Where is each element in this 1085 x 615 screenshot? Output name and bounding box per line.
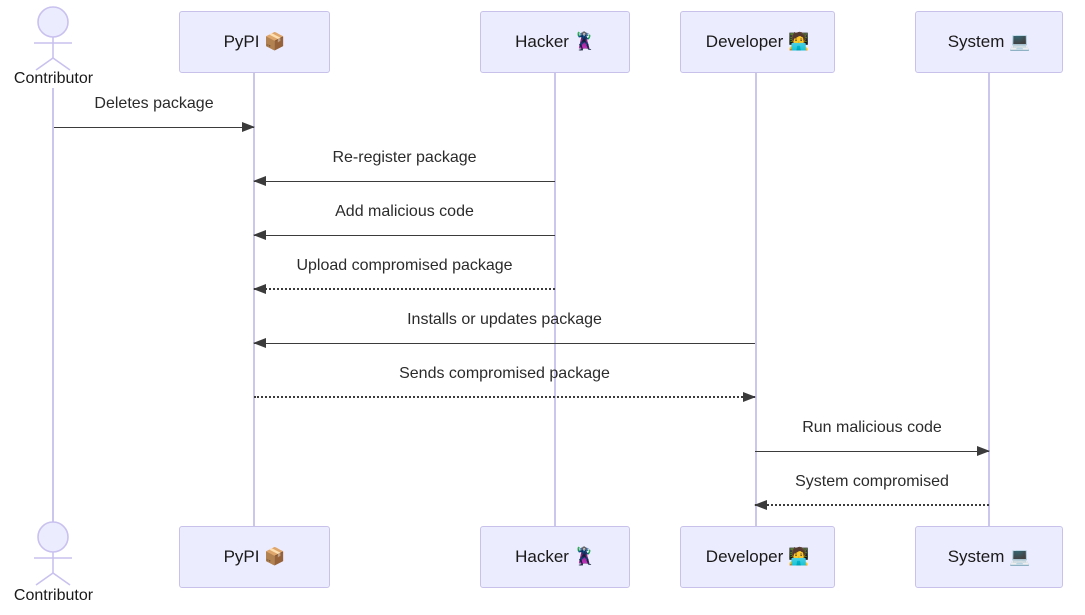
arrowhead-icon	[253, 284, 266, 294]
participant-label: PyPI 📦	[223, 32, 286, 51]
message-label: Installs or updates package	[407, 311, 602, 328]
participant-pypi-bottom: PyPI 📦	[179, 526, 330, 588]
arrowhead-icon	[253, 176, 266, 186]
message-label: Sends compromised package	[399, 365, 610, 382]
actor-label-contributor-bottom: Contributor	[13, 587, 94, 604]
message-line	[254, 235, 555, 236]
arrowhead-icon	[253, 230, 266, 240]
message-re-register-package: Re-register package	[253, 148, 555, 186]
participant-label: Hacker 🦹	[515, 32, 595, 51]
message-run-malicious-code: Run malicious code	[755, 418, 990, 456]
arrowhead-icon	[253, 338, 266, 348]
stick-figure-icon	[34, 6, 72, 71]
message-line	[254, 181, 555, 182]
participant-hacker-bottom: Hacker 🦹	[480, 526, 630, 588]
stick-figure-icon	[34, 521, 72, 586]
participant-system-top: System 💻	[915, 11, 1063, 73]
message-label: System compromised	[795, 473, 949, 490]
participant-label: System 💻	[947, 32, 1031, 51]
message-line	[254, 288, 555, 290]
participant-label: PyPI 📦	[223, 547, 286, 566]
arrowhead-icon	[743, 392, 756, 402]
message-label: Upload compromised package	[296, 257, 513, 274]
participant-label: Developer 🧑‍💻	[705, 32, 810, 51]
message-installs-or-updates-package: Installs or updates package	[253, 310, 755, 348]
participant-pypi-top: PyPI 📦	[179, 11, 330, 73]
participant-label: Hacker 🦹	[515, 547, 595, 566]
participant-system-bottom: System 💻	[915, 526, 1063, 588]
arrowhead-icon	[242, 122, 255, 132]
message-line	[254, 343, 755, 344]
lifeline-hacker	[554, 73, 556, 526]
lifeline-pypi	[253, 73, 255, 526]
message-line	[254, 396, 755, 398]
message-add-malicious-code: Add malicious code	[253, 202, 555, 240]
arrowhead-icon	[977, 446, 990, 456]
message-line	[54, 127, 254, 128]
message-label: Deletes package	[94, 95, 214, 112]
message-sends-compromised-package: Sends compromised package	[254, 364, 756, 402]
actor-label-contributor-top: Contributor	[13, 70, 94, 87]
lifeline-system	[988, 73, 990, 526]
lifeline-contributor	[52, 88, 54, 522]
message-label: Re-register package	[332, 149, 477, 166]
message-line	[755, 504, 989, 506]
message-label: Run malicious code	[802, 419, 942, 436]
participant-developer-top: Developer 🧑‍💻	[680, 11, 835, 73]
participant-label: System 💻	[947, 547, 1031, 566]
arrowhead-icon	[754, 500, 767, 510]
message-system-compromised: System compromised	[754, 472, 989, 510]
message-deletes-package: Deletes package	[54, 94, 255, 132]
participant-developer-bottom: Developer 🧑‍💻	[680, 526, 835, 588]
participant-label: Developer 🧑‍💻	[705, 547, 810, 566]
message-label: Add malicious code	[335, 203, 474, 220]
message-upload-compromised-package: Upload compromised package	[253, 256, 555, 294]
participant-hacker-top: Hacker 🦹	[480, 11, 630, 73]
lifeline-developer	[755, 73, 757, 526]
message-line	[755, 451, 989, 452]
